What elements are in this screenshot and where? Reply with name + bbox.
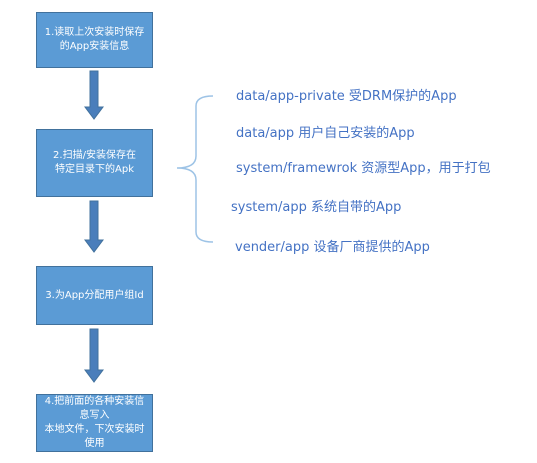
directory-vender-app: vender/app 设备厂商提供的App [235,240,430,255]
flow-arrow-1-2 [84,70,104,120]
directory-system-framework: system/framewrok 资源型App，用于打包 [236,161,491,176]
step-3-line-1: 3.为App分配用户组Id [45,289,144,301]
step-2-scan-install-apk: 2.扫描/安装保存在 特定目录下的Apk [36,129,153,197]
step-3-assign-group-id: 3.为App分配用户组Id [36,266,153,325]
directory-brace [176,95,214,243]
step-1-line-2: 的App安装信息 [59,41,130,52]
flow-arrow-2-3 [84,200,104,253]
flow-arrow-3-4 [84,328,104,383]
step-4-write-install-info: 4.把前面的各种安装信息写入 本地文件，下次安装时使用 [36,394,153,452]
directory-data-app: data/app 用户自己安装的App [236,126,415,141]
step-4-line-1: 4.把前面的各种安装信息写入 [44,396,145,421]
step-2-line-2: 特定目录下的Apk [55,164,134,175]
step-1-read-install-info: 1.读取上次安装时保存 的App安装信息 [36,12,153,68]
directory-data-app-private: data/app-private 受DRM保护的App [236,89,457,104]
step-2-line-1: 2.扫描/安装保存在 [53,150,136,161]
step-4-line-2: 本地文件，下次安装时使用 [44,424,145,449]
directory-system-app: system/app 系统自带的App [231,200,402,215]
step-1-line-1: 1.读取上次安装时保存 [44,27,145,38]
